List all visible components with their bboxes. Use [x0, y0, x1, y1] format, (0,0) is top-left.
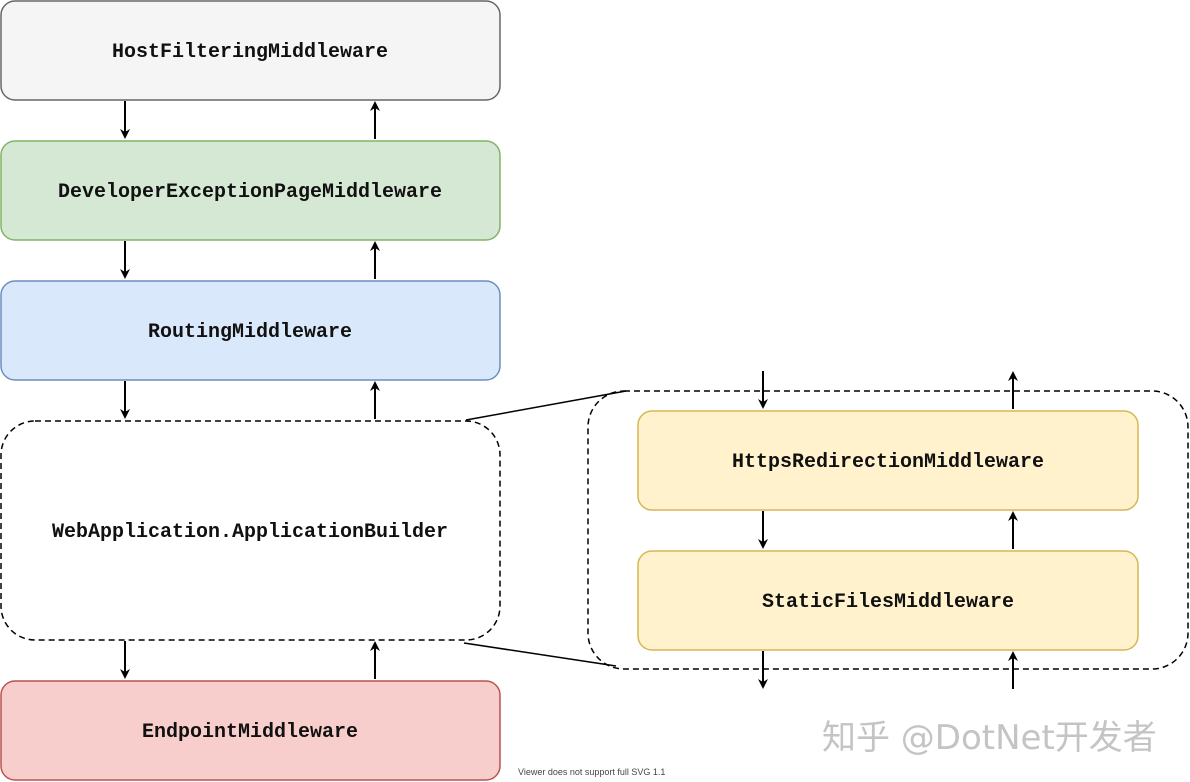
developer-exception-label: DeveloperExceptionPageMiddleware: [58, 181, 442, 204]
svg-support-footnote: Viewer does not support full SVG 1.1: [518, 767, 666, 777]
application-builder-label: WebApplication.ApplicationBuilder: [52, 521, 448, 544]
https-redirection-label: HttpsRedirectionMiddleware: [732, 451, 1044, 474]
static-files-label: StaticFilesMiddleware: [762, 591, 1014, 614]
watermark-text: 知乎 @DotNet开发者: [822, 718, 1157, 758]
routing-box: [0, 280, 501, 381]
expanded-builder-container: [587, 390, 1189, 670]
left-pipeline-arrows: [120, 101, 380, 679]
endpoint-box: [0, 680, 501, 781]
application-builder-box: [0, 420, 501, 641]
host-filtering-label: HostFilteringMiddleware: [112, 41, 388, 64]
https-redirection-node: HttpsRedirectionMiddleware: [637, 410, 1139, 511]
developer-exception-box: [0, 140, 501, 241]
static-files-node: StaticFilesMiddleware: [637, 550, 1139, 651]
application-builder-node: WebApplication.ApplicationBuilder: [0, 420, 501, 641]
expanded-builder-group: HttpsRedirectionMiddleware StaticFilesMi…: [587, 371, 1189, 689]
host-filtering-node: HostFilteringMiddleware: [0, 0, 501, 101]
endpoint-node: EndpointMiddleware: [0, 680, 501, 781]
zoom-connector-bottom: [463, 642, 617, 667]
zoom-connector-top: [465, 390, 627, 421]
host-filtering-box: [0, 0, 501, 101]
endpoint-label: EndpointMiddleware: [142, 721, 358, 744]
routing-label: RoutingMiddleware: [148, 321, 352, 344]
zoom-connectors: [463, 390, 627, 667]
https-redirection-box: [637, 410, 1139, 511]
routing-node: RoutingMiddleware: [0, 280, 501, 381]
developer-exception-node: DeveloperExceptionPageMiddleware: [0, 140, 501, 241]
static-files-box: [637, 550, 1139, 651]
